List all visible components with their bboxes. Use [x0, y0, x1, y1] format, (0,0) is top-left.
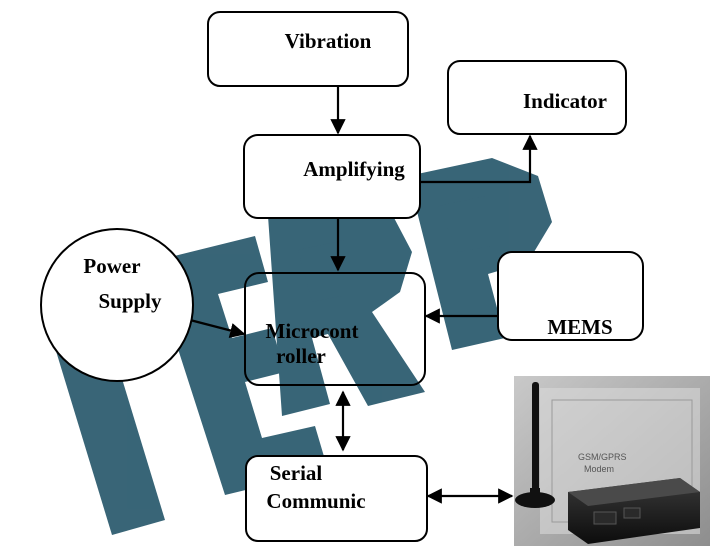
gsm-modem-image: GSM/GPRS Modem	[514, 376, 710, 546]
node-mems: MEMS	[497, 251, 644, 341]
node-mems-label: MEMS	[547, 315, 612, 339]
connectors	[189, 86, 538, 504]
node-amplifying-label: Amplifying	[303, 157, 405, 181]
edge-amplifying-indicator	[420, 134, 538, 184]
edge-power-microcontroller	[189, 318, 246, 338]
node-power-supply: Power Supply	[40, 228, 194, 382]
node-indicator-label: Indicator	[523, 89, 607, 113]
node-vibration: Vibration	[207, 11, 409, 87]
antenna-icon	[532, 382, 539, 492]
node-power-supply-label-2: Supply	[98, 289, 162, 313]
node-serial-label-1: Serial	[270, 461, 323, 485]
modem-label-1: GSM/GPRS	[578, 452, 627, 462]
node-amplifying: Amplifying	[243, 134, 421, 219]
node-vibration-label: Vibration	[285, 29, 372, 53]
node-indicator: Indicator	[447, 60, 627, 135]
node-serial-label-2: Communic	[266, 489, 365, 513]
node-microcontroller-label-1: Microcont	[266, 319, 359, 343]
node-microcontroller-label-2: roller	[276, 344, 326, 368]
node-microcontroller: Microcont roller	[244, 272, 426, 386]
node-power-supply-label-1: Power	[83, 254, 140, 278]
node-serial-communication: Serial Communic	[245, 455, 428, 542]
watermark-ijerp	[42, 158, 552, 535]
modem-label-2: Modem	[584, 464, 614, 474]
